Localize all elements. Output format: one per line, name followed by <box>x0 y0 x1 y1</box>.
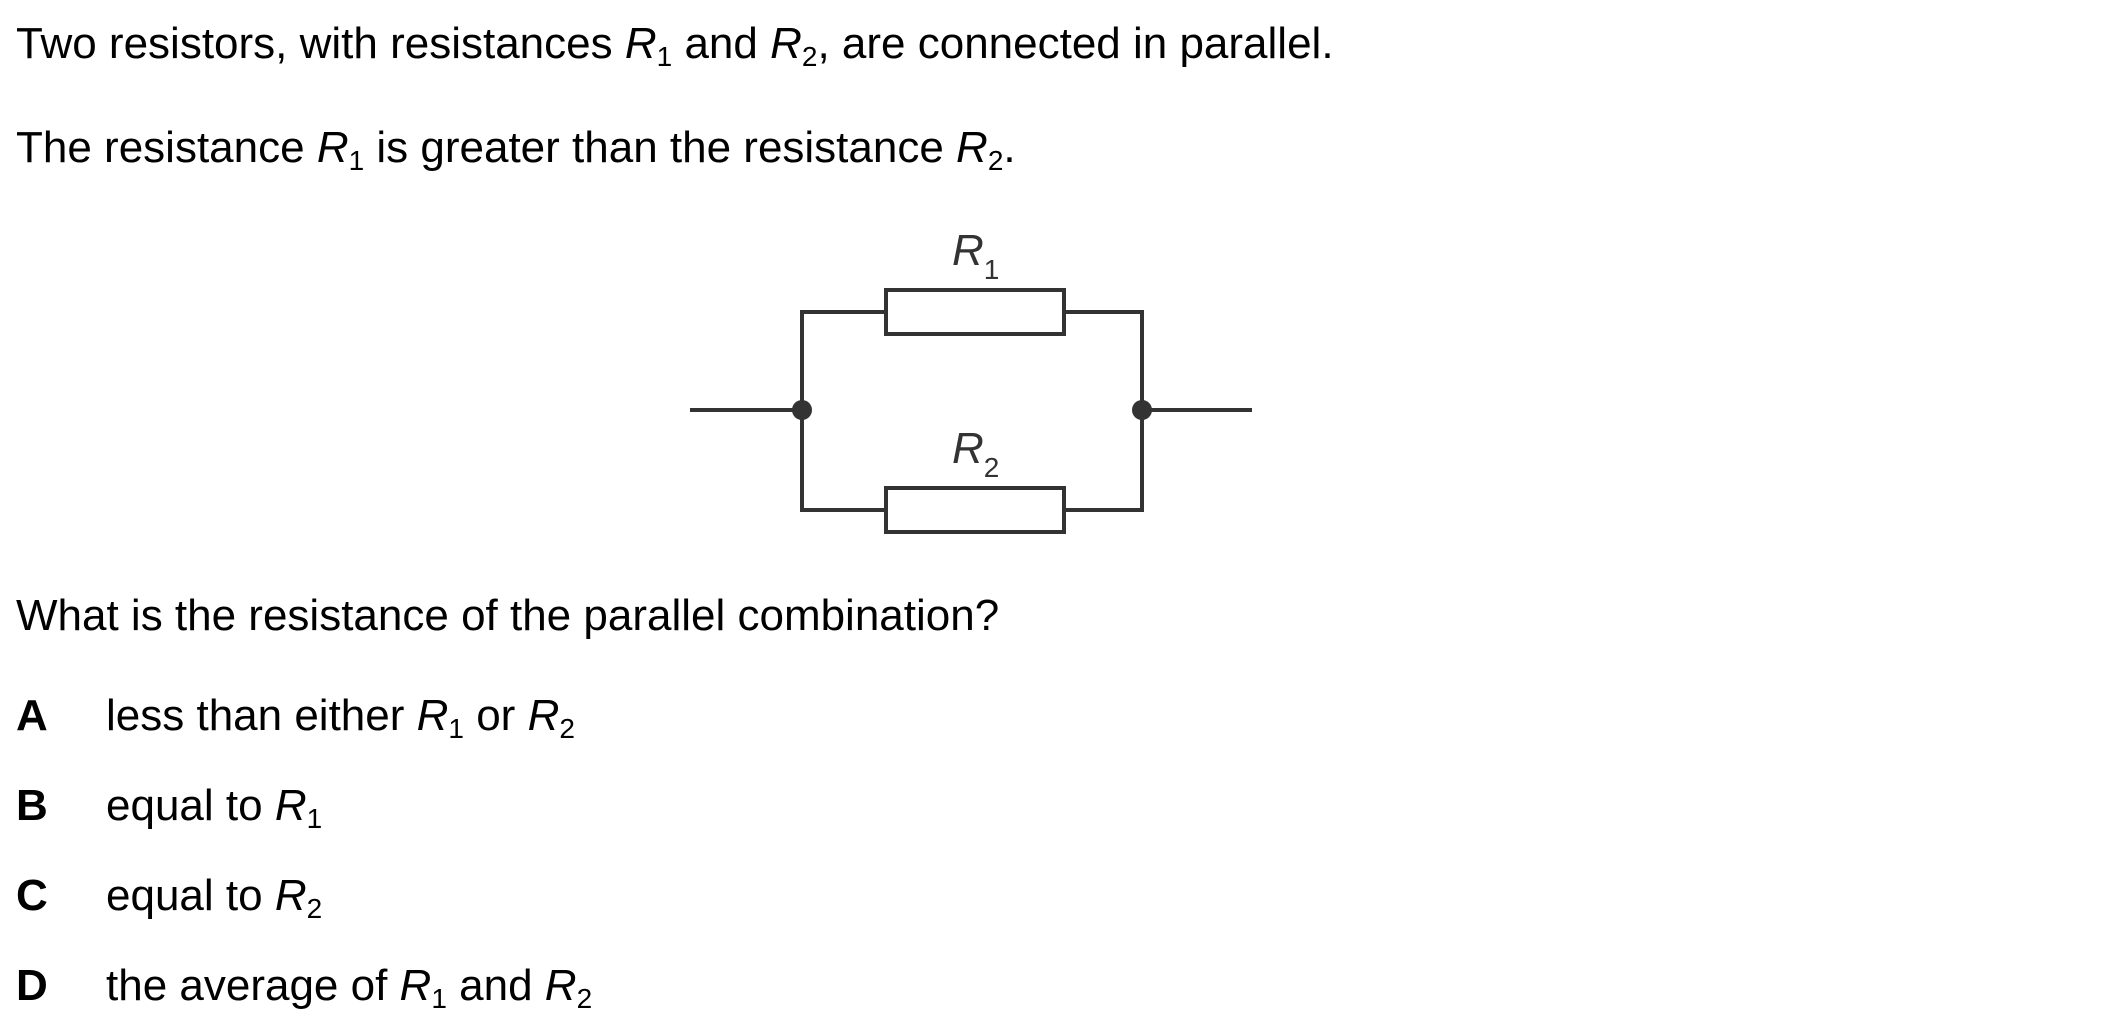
intro-text-1: Two resistors, with resistances <box>16 19 625 68</box>
question-intro: Two resistors, with resistances R1 and R… <box>16 18 1334 72</box>
r1-symbol: R1 <box>274 781 323 834</box>
r1-symbol: R1 <box>399 961 447 1014</box>
r2-symbol: R2 <box>527 691 575 744</box>
question-prompt: What is the resistance of the parallel c… <box>16 591 1000 640</box>
option-letter: A <box>16 691 48 740</box>
r2-symbol: R2 <box>770 19 818 72</box>
r2-label: R2 <box>952 424 999 483</box>
option-text: the average of <box>106 961 400 1010</box>
option-text: equal to <box>106 871 275 920</box>
r2-symbol: R2 <box>274 871 323 924</box>
intro-text-3: , are connected in parallel. <box>817 19 1334 68</box>
option-text: and <box>446 961 545 1010</box>
r1-symbol: R1 <box>416 691 464 744</box>
option-letter: B <box>16 781 48 830</box>
intro-text-2: and <box>672 19 771 68</box>
circuit-svg: R1 R2 <box>690 226 1252 534</box>
r1-label: R1 <box>952 226 999 285</box>
statement-text-1: The resistance <box>16 123 317 172</box>
parallel-circuit-diagram: R1 R2 <box>680 220 1260 550</box>
r2-symbol: R2 <box>956 123 1004 176</box>
option-letter: D <box>16 961 48 1010</box>
resistor-r1 <box>884 288 1066 336</box>
option-text: less than either <box>106 691 417 740</box>
r1-symbol: R1 <box>624 19 673 72</box>
question-statement: The resistance R1 is greater than the re… <box>16 122 1016 176</box>
statement-text-3: . <box>1003 123 1016 172</box>
resistor-r2 <box>884 486 1066 534</box>
r1-symbol: R1 <box>316 123 365 176</box>
r2-symbol: R2 <box>544 961 593 1014</box>
option-letter: C <box>16 871 48 920</box>
option-text: or <box>463 691 528 740</box>
statement-text-2: is greater than the resistance <box>364 123 957 172</box>
right-junction-dot <box>1132 400 1152 420</box>
left-junction-dot <box>792 400 812 420</box>
option-text: equal to <box>106 781 275 830</box>
